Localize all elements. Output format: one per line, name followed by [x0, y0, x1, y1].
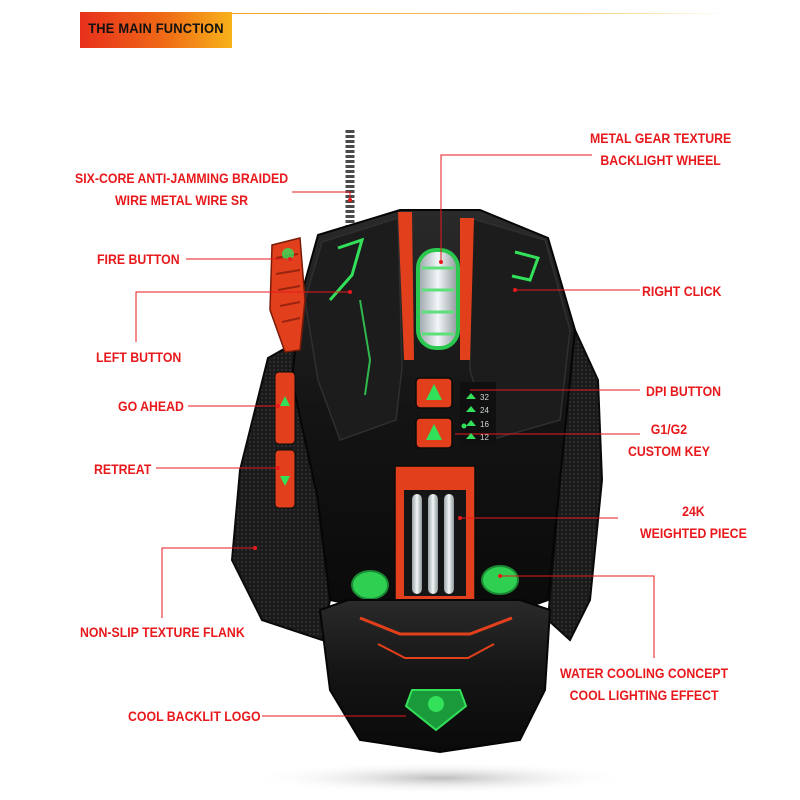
left-glow-stripe-2 [359, 299, 372, 396]
palm-rest [318, 599, 552, 754]
cooling-spring-right [481, 565, 519, 595]
weight-plate [444, 494, 454, 594]
label-line: WIRE METAL WIRE SR [115, 192, 249, 208]
label-line: 24K [682, 503, 705, 519]
label-left-button: LEFT BUTTON [96, 349, 182, 365]
fire-button [269, 237, 306, 353]
dpi-level-32: 32 [480, 393, 489, 402]
leader-cooling [500, 575, 655, 658]
right-rail [460, 218, 474, 360]
label-fire-button: FIRE BUTTON [97, 251, 180, 267]
label-line: SIX-CORE ANTI-JAMMING BRAIDED [75, 170, 289, 186]
section-title: THE MAIN FUNCTION [88, 20, 224, 36]
label-line: WEIGHTED PIECE [640, 525, 747, 541]
weight-plate [428, 494, 438, 594]
left-click-plate [304, 216, 403, 441]
cooling-spring-left [351, 570, 389, 600]
weight-plate [412, 494, 422, 594]
left-rail [398, 212, 414, 360]
label-wheel: METAL GEAR TEXTURE BACKLIGHT WHEEL [590, 127, 731, 171]
label-line: COOL LIGHTING EFFECT [569, 687, 719, 703]
label-custom-key: G1/G2 CUSTOM KEY [628, 418, 710, 462]
label-weighted-piece: 24K WEIGHTED PIECE [640, 500, 747, 544]
leader-left-button [135, 291, 350, 342]
label-go-ahead: GO AHEAD [118, 398, 184, 414]
label-backlit-logo: COOL BACKLIT LOGO [128, 708, 261, 724]
label-braided-wire: SIX-CORE ANTI-JAMMING BRAIDED WIRE METAL… [75, 167, 288, 211]
dpi-indicator-panel [460, 382, 496, 446]
label-retreat: RETREAT [94, 461, 152, 477]
leader-flank [161, 547, 255, 618]
label-line: CUSTOM KEY [628, 443, 710, 459]
right-glow-stripe [511, 250, 540, 282]
label-line: G1/G2 [650, 421, 688, 437]
dpi-level-24: 24 [480, 406, 489, 415]
section-banner: THE MAIN FUNCTION [80, 12, 232, 48]
left-glow-stripe [328, 237, 365, 301]
label-right-click: RIGHT CLICK [642, 283, 722, 299]
label-line: METAL GEAR TEXTURE [590, 130, 732, 146]
go-ahead-side-button [274, 371, 296, 445]
label-line: WATER COOLING CONCEPT [560, 665, 729, 681]
label-line: BACKLIGHT WHEEL [600, 152, 721, 168]
label-dpi-button: DPI BUTTON [646, 383, 722, 399]
banner-rule [232, 13, 727, 14]
dpi-level-16: 16 [480, 420, 489, 429]
dpi-level-12: 12 [480, 433, 489, 442]
leader-wheel [440, 154, 592, 262]
label-water-cooling: WATER COOLING CONCEPT COOL LIGHTING EFFE… [560, 662, 728, 706]
scroll-wheel [416, 248, 460, 350]
leader-wire [292, 191, 351, 200]
label-non-slip-flank: NON-SLIP TEXTURE FLANK [80, 624, 245, 640]
floor-shadow [250, 762, 630, 794]
